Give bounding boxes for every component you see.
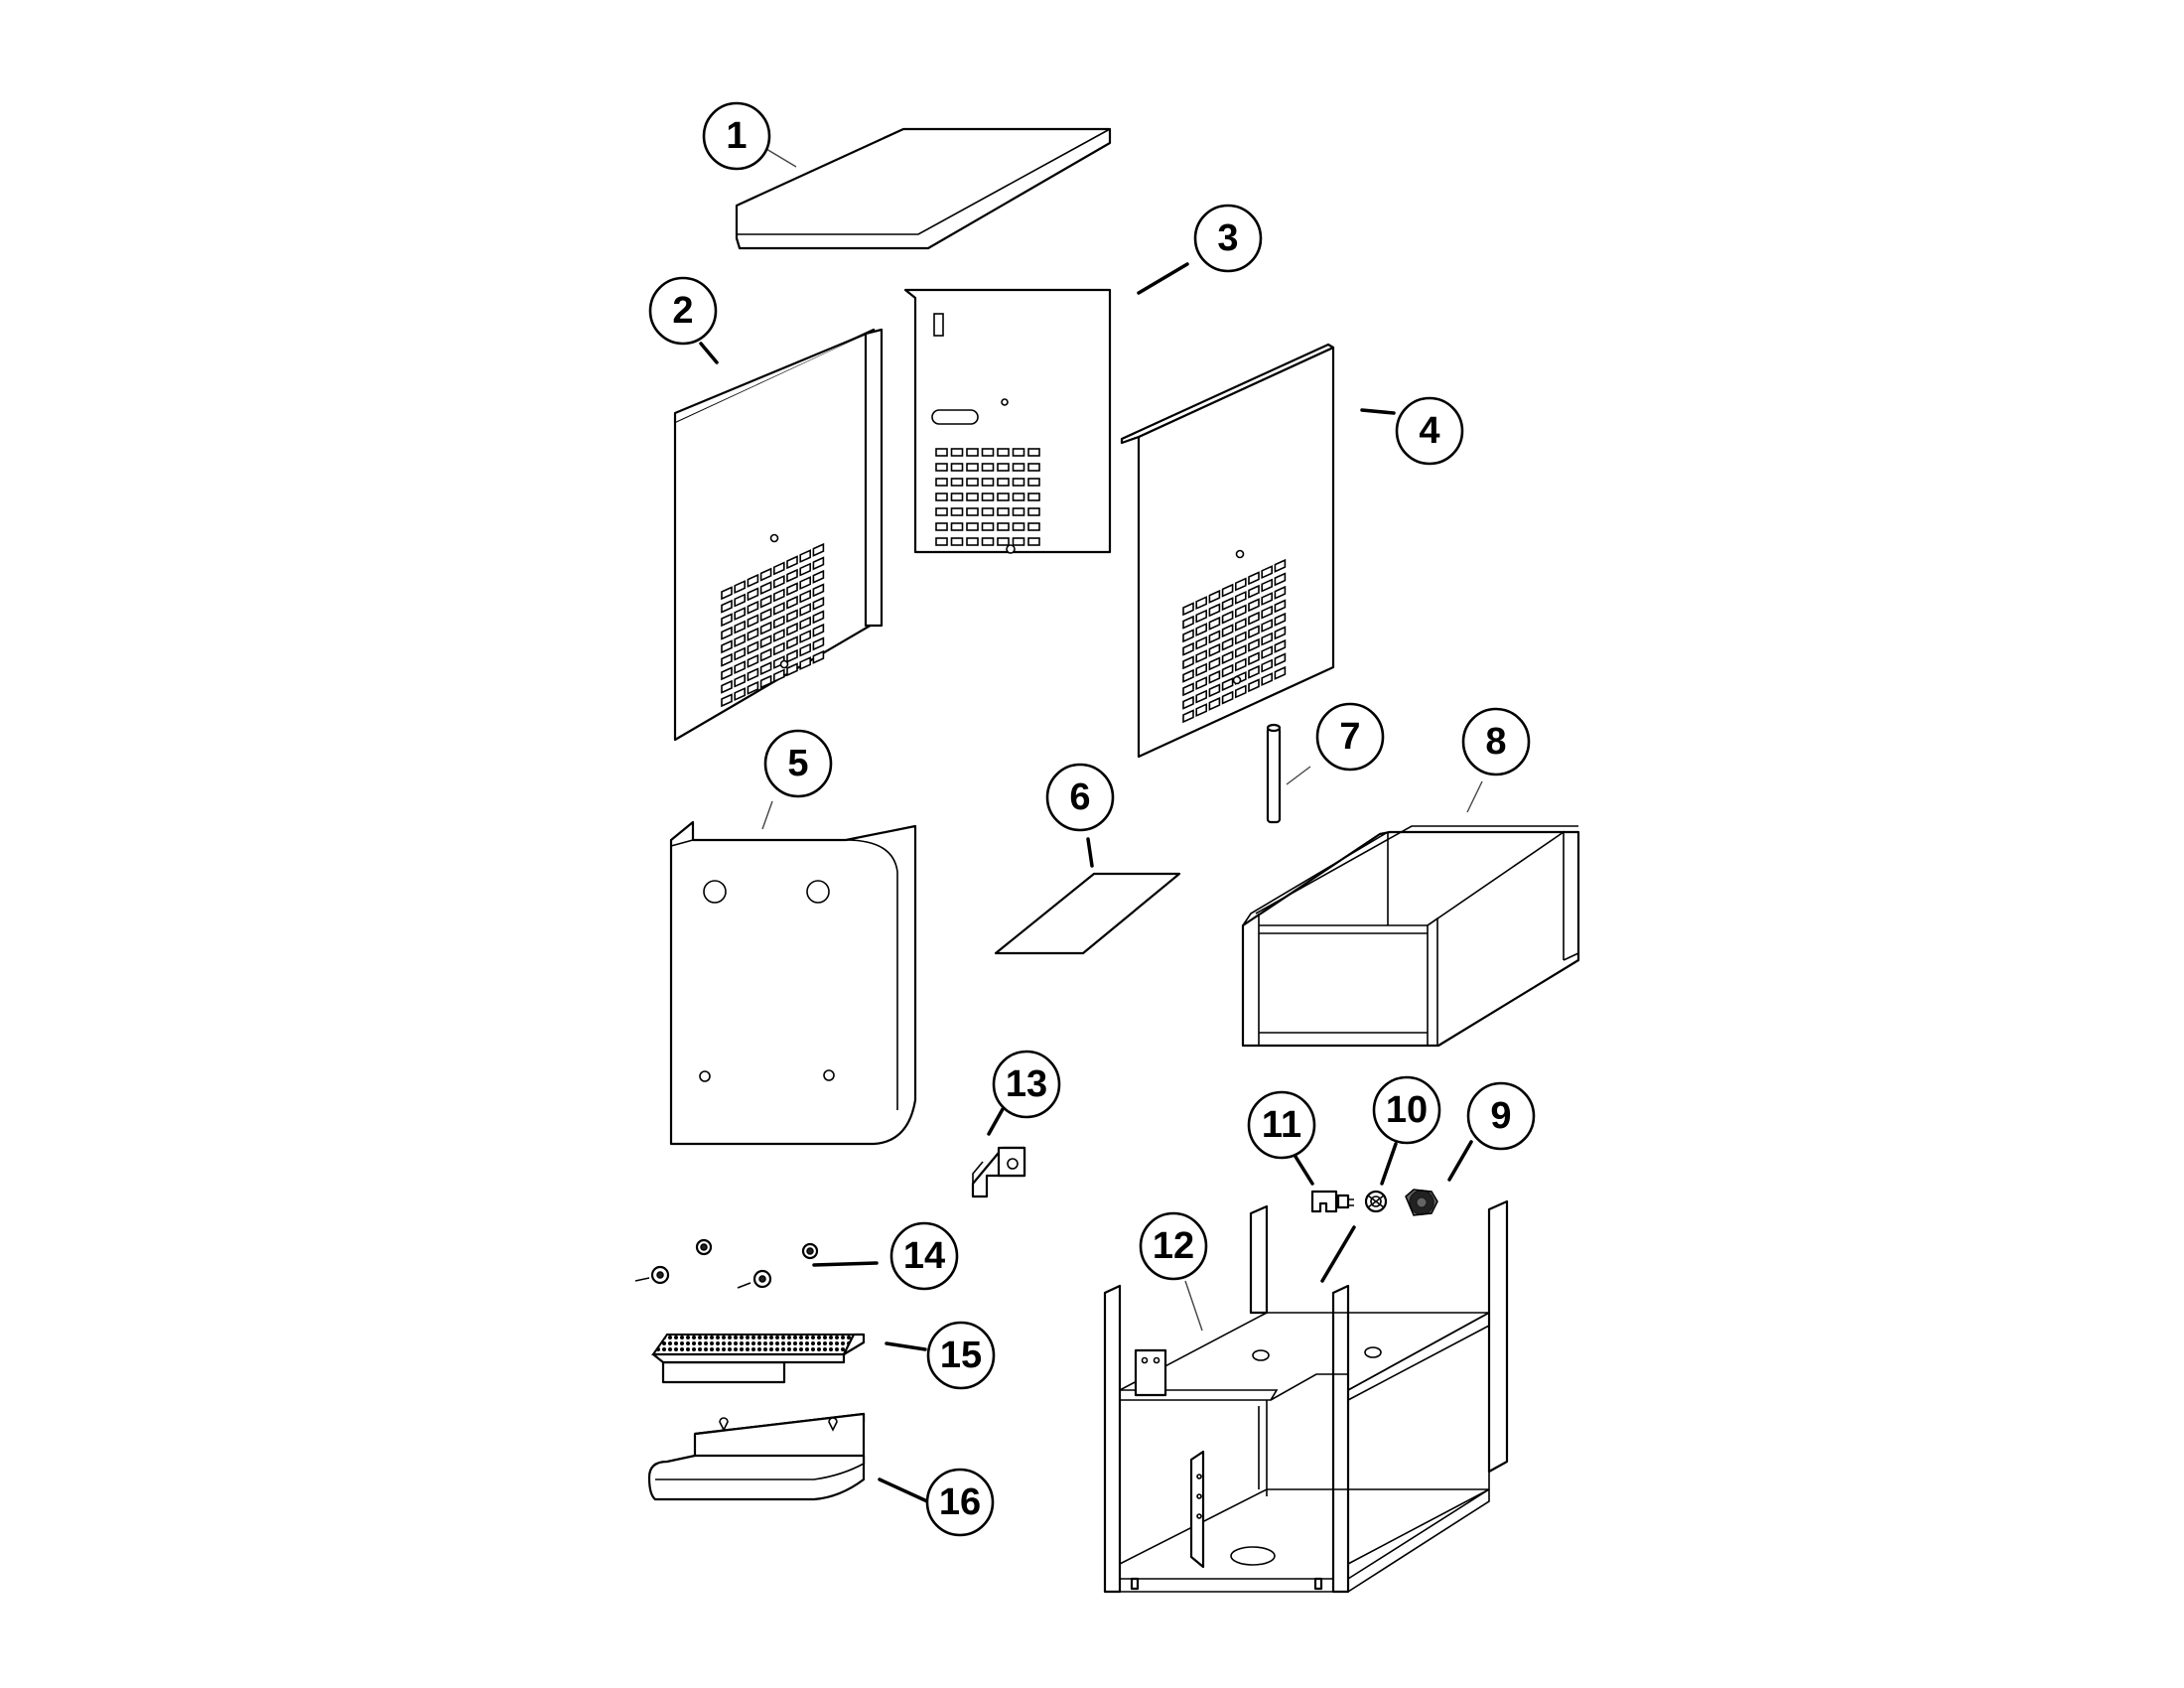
callout-14: 14 — [889, 1221, 959, 1291]
callout-4-label: 4 — [1419, 410, 1439, 452]
part-12-base-frame — [1103, 1199, 1509, 1594]
part-5-front-panel — [669, 820, 917, 1146]
callout-12: 12 — [1139, 1211, 1208, 1281]
callout-9-label: 9 — [1490, 1095, 1511, 1137]
callout-3: 3 — [1193, 204, 1263, 273]
part-2-vent-grille — [721, 542, 825, 708]
callout-12-label: 12 — [1153, 1225, 1194, 1267]
callout-1-label: 1 — [726, 115, 747, 157]
callout-8: 8 — [1461, 707, 1531, 776]
part-3-oval-opening — [931, 409, 979, 425]
callout-7-label: 7 — [1339, 716, 1360, 758]
callout-9: 9 — [1466, 1081, 1536, 1151]
part-6-flat-plate — [994, 872, 1181, 955]
callout-6: 6 — [1045, 763, 1115, 832]
callout-1: 1 — [702, 101, 771, 171]
callout-5-label: 5 — [787, 743, 808, 784]
callout-14-label: 14 — [903, 1235, 945, 1277]
callout-7: 7 — [1315, 702, 1385, 772]
part-8-drawer-box — [1241, 825, 1580, 1048]
callout-10: 10 — [1372, 1075, 1441, 1145]
callout-13-label: 13 — [1006, 1063, 1047, 1105]
callout-15-label: 15 — [940, 1335, 982, 1376]
part-1-top-lid — [735, 127, 1112, 250]
part-7-rod — [1266, 723, 1282, 824]
callout-4: 4 — [1395, 396, 1464, 466]
callout-6-label: 6 — [1069, 776, 1090, 818]
part-2-left-side-panel — [673, 328, 884, 742]
callout-10-label: 10 — [1386, 1089, 1428, 1131]
part-3-switch-slot — [933, 313, 944, 337]
callout-2: 2 — [648, 276, 718, 346]
callout-16: 16 — [925, 1468, 995, 1537]
part-11-switch-clip — [1310, 1190, 1354, 1213]
callout-8-label: 8 — [1485, 721, 1506, 763]
part-3-vent-grille — [935, 448, 1040, 546]
callout-15: 15 — [926, 1321, 996, 1390]
part-16-tray — [647, 1412, 866, 1501]
part-4-vent-grille — [1182, 558, 1287, 724]
part-9-nut — [1405, 1189, 1438, 1216]
part-14-fasteners — [634, 1238, 819, 1289]
callout-11: 11 — [1247, 1090, 1316, 1160]
part-3-rear-panel — [903, 288, 1112, 554]
part-4-right-side-panel — [1120, 343, 1335, 759]
callout-13: 13 — [992, 1050, 1061, 1119]
callout-2-label: 2 — [672, 290, 693, 332]
part-10-grommet — [1364, 1190, 1388, 1213]
part-13-bracket — [971, 1146, 1026, 1198]
callout-5: 5 — [763, 729, 833, 798]
leader-lines — [699, 145, 1483, 1503]
callout-16-label: 16 — [939, 1481, 981, 1523]
callout-3-label: 3 — [1217, 217, 1238, 259]
part-15-filter-mesh — [651, 1333, 866, 1384]
callout-11-label: 11 — [1262, 1104, 1301, 1146]
